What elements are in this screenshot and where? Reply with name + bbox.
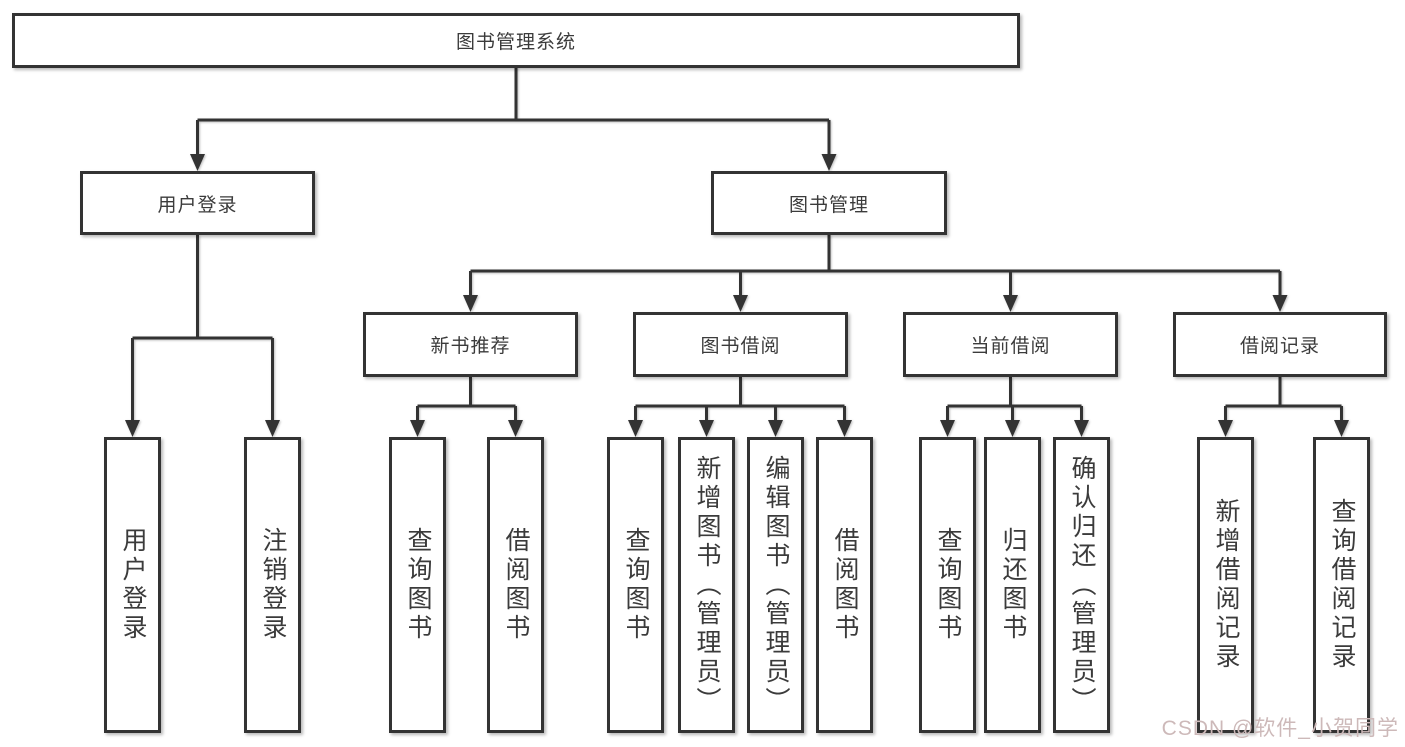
node-user-login-label: 用户登录 xyxy=(157,194,238,216)
node-borrowing-records: 借阅记录 xyxy=(1173,312,1387,377)
leaf-confirm-return-admin: 确认归还（管理员） xyxy=(1053,437,1110,733)
leaf-return-book: 归还图书 xyxy=(984,437,1041,733)
leaf-query-borrow-record-label: 查询借阅记录 xyxy=(1328,498,1356,672)
leaf-query-books-3-label: 查询图书 xyxy=(934,527,962,643)
leaf-user-login: 用户登录 xyxy=(104,437,161,733)
leaf-query-books-2: 查询图书 xyxy=(607,437,664,733)
node-book-borrowing-label: 图书借阅 xyxy=(700,336,781,357)
leaf-query-borrow-record: 查询借阅记录 xyxy=(1313,437,1370,733)
leaf-add-borrow-record-label: 新增借阅记录 xyxy=(1212,498,1240,672)
node-book-management-label: 图书管理 xyxy=(788,194,869,216)
node-new-book-recommendation-label: 新书推荐 xyxy=(430,336,511,357)
node-borrowing-records-label: 借阅记录 xyxy=(1239,336,1320,357)
leaf-logout-label: 注销登录 xyxy=(259,527,287,643)
leaf-add-book-admin: 新增图书（管理员） xyxy=(678,437,735,733)
leaf-query-books-3: 查询图书 xyxy=(919,437,976,733)
leaf-borrow-books-2-label: 借阅图书 xyxy=(831,527,859,643)
leaf-query-books-1-label: 查询图书 xyxy=(404,527,432,643)
leaf-borrow-books-2: 借阅图书 xyxy=(816,437,873,733)
node-user-login: 用户登录 xyxy=(80,171,315,235)
node-current-borrowing: 当前借阅 xyxy=(903,312,1118,377)
leaf-edit-book-admin: 编辑图书（管理员） xyxy=(747,437,804,733)
leaf-edit-book-admin-label: 编辑图书（管理员） xyxy=(762,454,790,716)
leaf-borrow-books-1-label: 借阅图书 xyxy=(502,527,530,643)
node-current-borrowing-label: 当前借阅 xyxy=(970,336,1051,357)
leaf-confirm-return-admin-label: 确认归还（管理员） xyxy=(1068,454,1096,716)
leaf-return-book-label: 归还图书 xyxy=(999,527,1027,643)
node-library-management-system-label: 图书管理系统 xyxy=(455,32,576,53)
node-book-management: 图书管理 xyxy=(711,171,947,235)
node-book-borrowing: 图书借阅 xyxy=(633,312,848,377)
leaf-logout: 注销登录 xyxy=(244,437,301,733)
leaf-user-login-label: 用户登录 xyxy=(119,527,147,643)
node-library-management-system: 图书管理系统 xyxy=(12,13,1020,68)
leaf-add-borrow-record: 新增借阅记录 xyxy=(1197,437,1254,733)
leaf-borrow-books-1: 借阅图书 xyxy=(487,437,544,733)
watermark: CSDN @软件_小贺同学 xyxy=(1161,717,1399,740)
leaf-add-book-admin-label: 新增图书（管理员） xyxy=(693,454,721,716)
node-new-book-recommendation: 新书推荐 xyxy=(363,312,578,377)
leaf-query-books-1: 查询图书 xyxy=(389,437,446,733)
leaf-query-books-2-label: 查询图书 xyxy=(622,527,650,643)
